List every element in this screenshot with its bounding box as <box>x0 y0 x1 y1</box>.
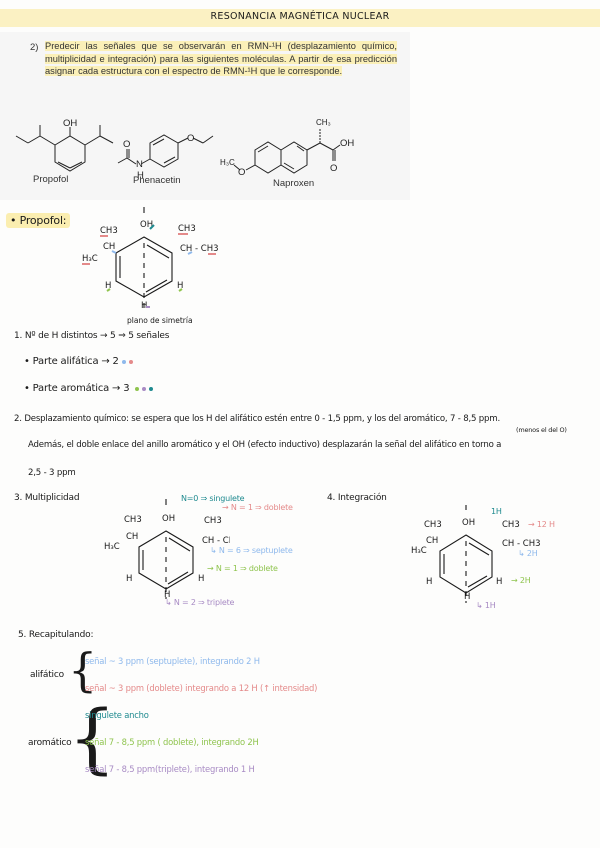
question-number: 2) <box>30 42 39 53</box>
svg-text:H: H <box>141 301 147 311</box>
svg-text:CH3: CH3 <box>502 520 520 530</box>
mult-annotation-oh: N=0 ⇒ singulete <box>181 494 245 503</box>
svg-text:OH: OH <box>340 138 354 149</box>
mult-annotation-ch: ↳ N = 6 ⇒ septuplete <box>210 546 293 555</box>
step2-line2: Además, el doble enlace del anillo aromá… <box>28 440 502 450</box>
svg-text:CH - CH3: CH - CH3 <box>180 244 219 254</box>
step5-title: 5. Recapitulando: <box>18 630 94 640</box>
svg-text:H: H <box>198 574 204 584</box>
svg-text:H: H <box>126 574 132 584</box>
svg-text:CH3: CH3 <box>424 520 442 530</box>
mult-annotation-h-ortho: → N = 1 ⇒ doblete <box>207 564 278 573</box>
svg-text:H₃C: H₃C <box>220 158 235 167</box>
svg-text:CH: CH <box>426 536 438 546</box>
step1-title: 1. Nº de H distintos → 5 ⇒ 5 señales <box>14 331 170 341</box>
mult-annotation-ch3: → N = 1 ⇒ doblete <box>222 503 293 512</box>
svg-text:CH: CH <box>103 242 115 252</box>
recap-aromatic-1: singulete ancho <box>85 710 149 720</box>
aliphatic-brace: { <box>68 643 98 697</box>
molecule-name-naproxen: Naproxen <box>273 178 315 189</box>
svg-text:CH - CH3: CH - CH3 <box>502 539 541 549</box>
step3-title: 3. Multiplicidad <box>14 493 80 503</box>
svg-text:H: H <box>426 577 432 587</box>
aliphatic-label: alifático <box>30 670 64 680</box>
step2-line1: 2. Desplazamiento químico: se espera que… <box>14 414 501 424</box>
recap-aliphatic-2: señal ~ 3 ppm (doblete) integrando a 12 … <box>85 683 318 693</box>
step4-title: 4. Integración <box>327 493 387 503</box>
svg-text:plano de simetría: plano de simetría <box>127 316 193 325</box>
svg-text:CH: CH <box>126 532 138 542</box>
svg-text:H₃C: H₃C <box>82 254 98 264</box>
integ-annotation-oh: 1H <box>491 507 502 516</box>
aromatic-brace: { <box>68 693 117 782</box>
svg-text:H: H <box>137 170 144 181</box>
svg-text:H₃C: H₃C <box>104 542 120 552</box>
svg-text:N: N <box>136 159 143 170</box>
svg-text:CH₃: CH₃ <box>316 118 331 127</box>
mult-annotation-h-para: ↳ N = 2 ⇒ triplete <box>165 598 235 607</box>
svg-text:O: O <box>238 167 245 178</box>
recap-aliphatic-1: señal ~ 3 ppm (septuplete), integrando 2… <box>85 656 260 666</box>
svg-text:O: O <box>187 133 194 144</box>
svg-text:OH: OH <box>162 514 175 524</box>
svg-text:H: H <box>496 577 502 587</box>
svg-text:CH3: CH3 <box>204 516 222 526</box>
svg-text:OH: OH <box>462 518 475 528</box>
svg-text:OH: OH <box>140 220 153 230</box>
svg-text:O: O <box>330 163 337 174</box>
step1-aromatic: • Parte aromática → 3 <box>24 383 154 394</box>
step1-aliphatic: • Parte alifática → 2 <box>24 356 133 367</box>
molecule-name-propofol: Propofol <box>33 174 69 185</box>
integ-annotation-ch3: → 12 H <box>528 520 555 529</box>
integ-annotation-ch: ↳ 2H <box>518 549 538 558</box>
svg-text:H: H <box>164 590 170 600</box>
step2-line3: 2,5 - 3 ppm <box>28 468 76 478</box>
section-title-propofol: • Propofol: <box>6 213 71 228</box>
svg-text:O: O <box>123 139 130 150</box>
aromatic-label: aromático <box>28 738 72 748</box>
svg-text:H: H <box>464 592 470 602</box>
svg-text:CH3: CH3 <box>124 515 142 525</box>
question-text: Predecir las señales que se observarán e… <box>45 41 397 76</box>
title-banner <box>0 9 600 27</box>
integ-annotation-h-ortho: → 2H <box>511 576 531 585</box>
step2-note: (menos el del O) <box>516 426 567 434</box>
propofol-oh-label: OH <box>63 118 77 129</box>
svg-text:H: H <box>177 281 183 291</box>
svg-text:H: H <box>105 281 111 291</box>
molecule-name-phenacetin: Phenacetin <box>133 175 181 186</box>
recap-aromatic-2: señal 7 - 8,5 ppm ( doblete), integrando… <box>85 737 259 747</box>
recap-aromatic-3: señal 7 - 8,5 ppm(triplete), integrando … <box>85 764 255 774</box>
svg-text:CH - CH3: CH - CH3 <box>202 536 230 546</box>
page-title: RESONANCIA MAGNÉTICA NUCLEAR <box>210 11 390 22</box>
svg-text:CH3: CH3 <box>100 226 118 236</box>
svg-text:CH3: CH3 <box>178 224 196 234</box>
svg-text:H₃C: H₃C <box>411 546 427 556</box>
integ-annotation-h-para: ↳ 1H <box>476 601 496 610</box>
